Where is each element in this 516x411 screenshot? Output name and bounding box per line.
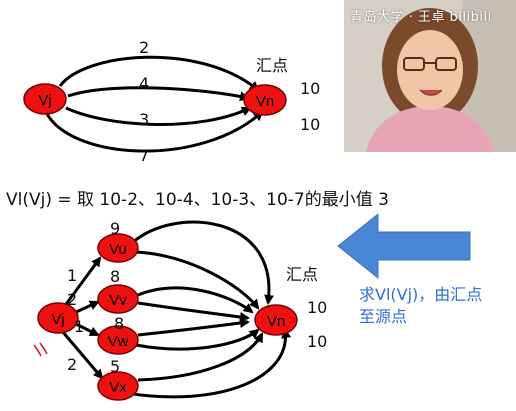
bottom-node-vn (254, 304, 298, 336)
presenter-image (344, 0, 516, 152)
webcam-watermark: 青岛大学 · 王卓 bilibili (350, 10, 492, 25)
weight-vx-vn: 5 (110, 357, 121, 376)
edge-vw-vn-upper (137, 318, 250, 337)
bottom-graph-edges (60, 220, 292, 399)
weight-vu-vn: 9 (110, 219, 121, 238)
bottom-node-vv (97, 284, 139, 314)
bottom-node-vv-label: Vv (109, 292, 127, 309)
top-vn-value-2: 10 (300, 115, 321, 134)
top-weight-4: 4 (139, 74, 150, 93)
bottom-node-vu-label: Vu (109, 241, 127, 258)
edge-vj-vx (60, 330, 104, 380)
top-node-vn-label: Vn (256, 93, 274, 110)
edge-vx-vn-upper (137, 332, 264, 382)
weight-vv-vn: 8 (110, 267, 121, 286)
bottom-node-vj (37, 302, 79, 334)
top-weight-2: 2 (139, 38, 150, 57)
edge-vv-vn-lower (137, 301, 250, 322)
bottom-node-vn-label: Vn (267, 313, 285, 330)
edge-vu-vn-lower (135, 250, 260, 310)
bottom-left-weight-vw: 1 (74, 317, 85, 336)
bottom-node-vx-label: Vx (109, 379, 127, 396)
top-node-vj (23, 83, 67, 115)
bottom-vn-value-2: 10 (307, 332, 328, 351)
bottom-node-vj-label: Vj (51, 311, 64, 328)
bottom-sink-label: 汇点 (286, 265, 319, 284)
vl-formula: Vl(Vj) = 取 10-2、10-4、10-3、10-7的最小值 3 (6, 190, 389, 210)
top-node-vj-label: Vj (38, 92, 51, 109)
pen-marks (33, 342, 48, 357)
top-edge-vj-vn-2 (58, 55, 260, 92)
webcam-overlay: 青岛大学 · 王卓 bilibili (344, 0, 516, 152)
edge-vj-vv (73, 300, 100, 315)
top-edge-vj-vn-3 (65, 106, 252, 126)
bottom-node-vw (97, 325, 139, 355)
backward-arrow (337, 212, 471, 280)
top-graph-edges (44, 55, 264, 153)
bottom-node-vx (97, 371, 139, 401)
bottom-left-weight-vx: 2 (67, 355, 78, 374)
edge-vw-vn-lower (135, 328, 260, 351)
top-edge-vj-vn-7 (44, 110, 264, 153)
top-graph-nodes: Vj Vn (23, 83, 287, 116)
bottom-vn-value-1: 10 (307, 298, 328, 317)
bottom-node-vu (97, 233, 139, 263)
edge-vj-vw (73, 321, 100, 337)
top-node-vn (243, 84, 287, 116)
bottom-node-vw-label: Vw (108, 333, 129, 350)
arrow-caption: 求Vl(Vj)，由汇点至源点 (359, 285, 483, 326)
bottom-left-weight-vu: 1 (67, 266, 78, 285)
bottom-left-weight-vv: 2 (67, 290, 78, 309)
edge-vx-vn-lower (125, 328, 292, 399)
top-vn-value-1: 10 (300, 79, 321, 98)
top-sink-label: 汇点 (256, 56, 289, 75)
top-weight-3: 3 (139, 110, 150, 129)
edge-vj-vu (62, 256, 102, 308)
edge-vu-vn-upper (131, 220, 275, 305)
top-weight-7: 7 (139, 146, 150, 165)
edge-vv-vn-upper (137, 286, 254, 314)
top-edge-vj-vn-4 (67, 86, 250, 102)
bottom-graph-nodes: Vj Vu Vv Vw Vx Vn (37, 233, 298, 401)
weight-vw-vn: 8 (114, 314, 125, 333)
